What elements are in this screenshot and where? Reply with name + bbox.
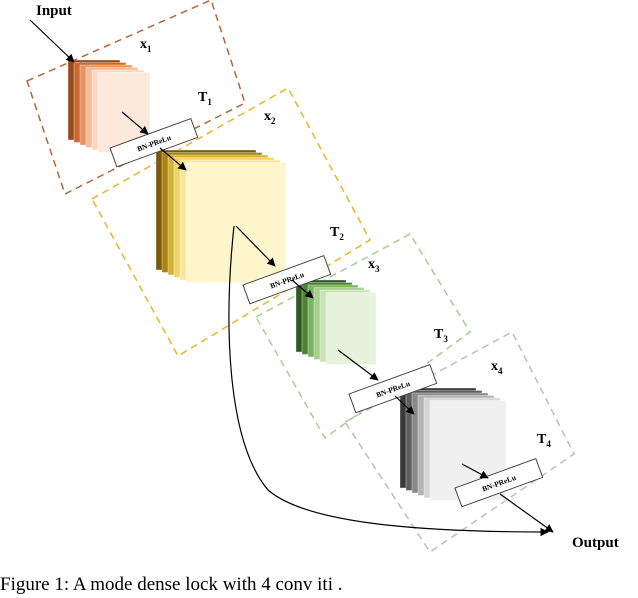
- arrow-x4-to-t4: [461, 463, 489, 479]
- group-region-1: [26, 0, 246, 196]
- group-regions: [26, 0, 575, 554]
- transition-box-2: BN-PReLu: [242, 254, 332, 305]
- arrow-t4-to-output: [499, 493, 554, 533]
- x3-label: x3: [368, 257, 380, 274]
- arrow-x1-to-t1: [121, 111, 149, 135]
- t2-label: T2: [330, 225, 344, 242]
- transition-box-3: BN-PReLu: [348, 363, 438, 414]
- arrow-t1-to-x2: [159, 147, 187, 171]
- group-region-4: [343, 330, 575, 554]
- output-label: Output: [572, 535, 619, 551]
- figure-caption: Figure 1: A mode dense lock with 4 conv …: [0, 574, 343, 595]
- t4-label: T4: [537, 432, 551, 449]
- arrow-x3-to-t3: [337, 349, 379, 381]
- arrow-t2-to-x3: [291, 279, 314, 299]
- input-label: Input: [36, 3, 72, 19]
- transition-box-1: BN-PReLu: [109, 117, 199, 168]
- arrow-t3-to-x4: [394, 395, 415, 415]
- x4-label: x4: [491, 359, 503, 376]
- x1-label: x1: [140, 37, 152, 54]
- input-arrow: [29, 19, 75, 63]
- feature-map-stack-x3: [295, 279, 377, 365]
- dense-block-diagram: BN-PReLu BN-PReLu BN-PReLu BN-PReLu Inpu…: [26, 0, 619, 554]
- transition-box-4: BN-PReLu: [454, 457, 544, 508]
- group-region-2: [90, 86, 371, 358]
- arrow-x2-to-t2: [235, 225, 276, 267]
- t3-label: T3: [434, 327, 448, 344]
- group-region-3: [254, 233, 472, 440]
- feature-map-stack-x2: [155, 149, 287, 283]
- feature-map-layer: [325, 292, 377, 365]
- skip-connection-curve: [228, 225, 549, 537]
- feature-map-stack-x1: [67, 59, 151, 153]
- feature-map-layer: [185, 162, 287, 283]
- arrows: [29, 19, 554, 537]
- x2-label: x2: [264, 109, 276, 126]
- t1-label: T1: [198, 90, 212, 107]
